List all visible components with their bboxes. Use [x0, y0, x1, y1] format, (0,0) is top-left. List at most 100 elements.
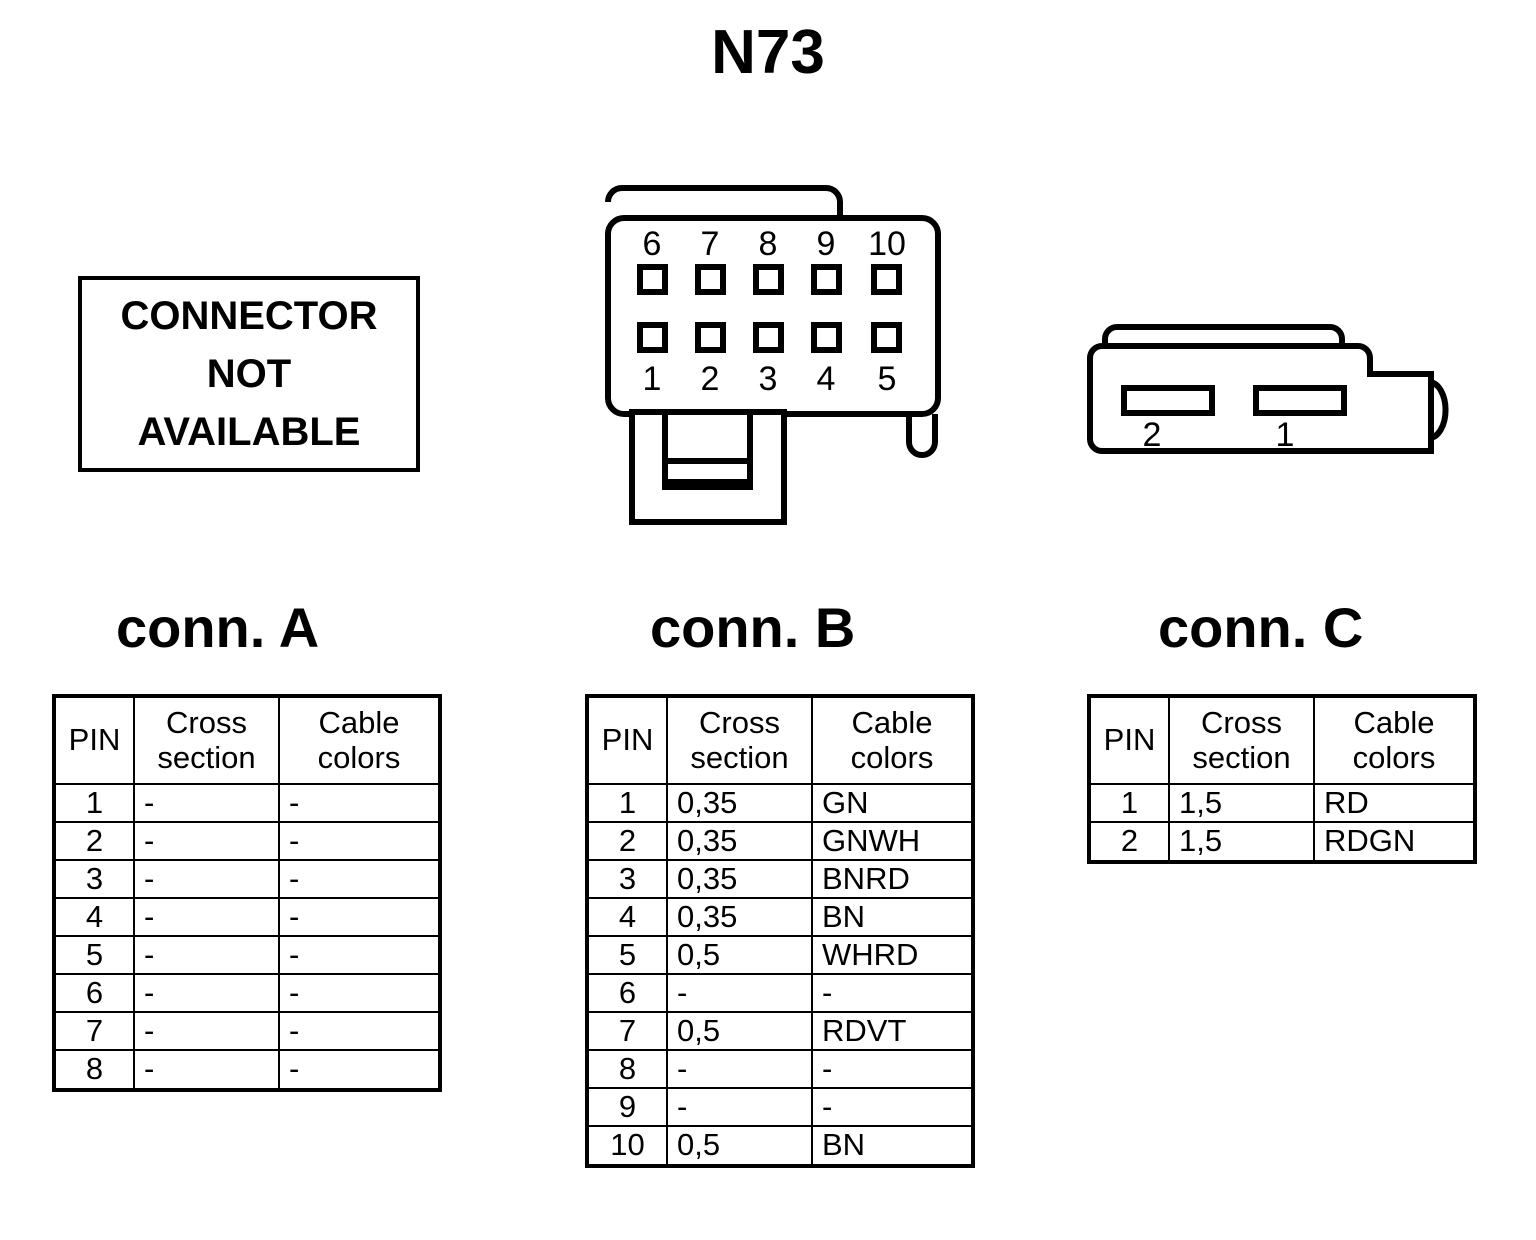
- cell-cross-section: -: [133, 783, 280, 823]
- cell-cross-section: -: [133, 935, 280, 975]
- cell-cross-section: -: [666, 1087, 813, 1127]
- cell-cable-colors: RDVT: [811, 1011, 971, 1051]
- cell-cable-colors: -: [811, 973, 971, 1013]
- cell-cable-colors: GNWH: [811, 821, 971, 861]
- cell-cable-colors: -: [278, 973, 438, 1013]
- cell-pin: 3: [56, 859, 135, 899]
- header-pin: PIN: [1091, 698, 1170, 785]
- table-row: 6--: [56, 973, 438, 1013]
- table-row: 2--: [56, 821, 438, 861]
- cell-cross-section: 0,5: [666, 1125, 813, 1164]
- cell-cable-colors: GN: [811, 783, 971, 823]
- table-row: 3--: [56, 859, 438, 899]
- connector-c-pin-label-1: 1: [1276, 416, 1295, 454]
- cell-cable-colors: -: [811, 1049, 971, 1089]
- pin-table: PIN Cross section Cable colors 1--2--3--…: [56, 698, 438, 1088]
- cell-cross-section: -: [666, 1049, 813, 1089]
- header-cross-section-line1: Cross: [699, 704, 780, 740]
- connector-b-pin-label-1: 1: [643, 360, 662, 398]
- cell-cross-section: 0,5: [666, 935, 813, 975]
- connector-b-pin-label-8: 8: [759, 225, 778, 263]
- header-cross-section-line2: section: [157, 739, 256, 775]
- cell-pin: 6: [589, 973, 668, 1013]
- cell-cable-colors: -: [278, 1049, 438, 1088]
- cell-cross-section: -: [133, 821, 280, 861]
- cell-cable-colors: -: [278, 935, 438, 975]
- connector-a-pin-table: PIN Cross section Cable colors 1--2--3--…: [52, 694, 442, 1092]
- connector-b-pin-label-7: 7: [701, 225, 720, 263]
- header-cross-section-line2: section: [690, 739, 789, 775]
- table-row: 4--: [56, 897, 438, 937]
- not-available-line-2: NOT: [206, 352, 292, 396]
- cell-pin: 10: [589, 1125, 668, 1164]
- cell-pin: 8: [589, 1049, 668, 1089]
- connector-c-pin-label-2: 2: [1143, 416, 1162, 454]
- table-row: 8--: [589, 1049, 971, 1089]
- cell-cross-section: -: [133, 859, 280, 899]
- header-cable-colors-line1: Cable: [318, 704, 400, 740]
- cell-cross-section: -: [133, 1011, 280, 1051]
- cell-pin: 2: [589, 821, 668, 861]
- cell-pin: 3: [589, 859, 668, 899]
- header-cable-colors-line2: colors: [850, 739, 934, 775]
- connector-b-pin-label-3: 3: [759, 360, 778, 398]
- cell-pin: 4: [589, 897, 668, 937]
- header-cable-colors-line1: Cable: [1353, 704, 1435, 740]
- header-cable-colors-line1: Cable: [851, 704, 933, 740]
- connector-b-pin-label-10: 10: [868, 225, 906, 263]
- cell-cable-colors: BN: [811, 897, 971, 937]
- cell-cross-section: -: [133, 897, 280, 937]
- cell-cable-colors: BNRD: [811, 859, 971, 899]
- table-row: 8--: [56, 1049, 438, 1088]
- cell-cross-section: 0,35: [666, 859, 813, 899]
- connector-b-pin-label-5: 5: [878, 360, 897, 398]
- cell-pin: 6: [56, 973, 135, 1013]
- connector-c-heading: conn. C: [1158, 596, 1364, 659]
- header-cross-section: Cross section: [666, 698, 813, 785]
- cell-cable-colors: RD: [1313, 783, 1473, 823]
- cell-cross-section: -: [133, 1049, 280, 1088]
- connector-b-heading: conn. B: [650, 596, 856, 659]
- header-cross-section: Cross section: [1168, 698, 1315, 785]
- connector-b-pin-label-6: 6: [643, 225, 662, 263]
- table-body: 1--2--3--4--5--6--7--8--: [56, 783, 438, 1088]
- cell-pin: 7: [56, 1011, 135, 1051]
- table-row: 6--: [589, 973, 971, 1013]
- page-title: N73: [711, 18, 825, 87]
- cell-pin: 5: [56, 935, 135, 975]
- table-row: 1--: [56, 783, 438, 823]
- cell-pin: 2: [1091, 821, 1170, 860]
- header-cable-colors: Cable colors: [811, 698, 971, 785]
- not-available-line-3: AVAILABLE: [137, 410, 361, 454]
- cell-cable-colors: -: [278, 821, 438, 861]
- cell-pin: 4: [56, 897, 135, 937]
- connector-a-heading: conn. A: [116, 596, 320, 659]
- table-header-row: PIN Cross section Cable colors: [1091, 698, 1473, 785]
- cell-pin: 1: [1091, 783, 1170, 823]
- table-header: PIN Cross section Cable colors: [1091, 698, 1473, 785]
- header-cross-section: Cross section: [133, 698, 280, 785]
- cell-cross-section: -: [666, 973, 813, 1013]
- cell-cross-section: 0,35: [666, 897, 813, 937]
- header-cross-section-line1: Cross: [1201, 704, 1282, 740]
- cell-cross-section: 0,5: [666, 1011, 813, 1051]
- connector-b-pin-label-2: 2: [701, 360, 720, 398]
- connector-b-pin-label-4: 4: [817, 360, 836, 398]
- table-header-row: PIN Cross section Cable colors: [56, 698, 438, 785]
- header-pin: PIN: [589, 698, 668, 785]
- cell-cable-colors: -: [278, 783, 438, 823]
- table-row: 9--: [589, 1087, 971, 1127]
- cell-pin: 1: [589, 783, 668, 823]
- table-header-row: PIN Cross section Cable colors: [589, 698, 971, 785]
- header-cross-section-line1: Cross: [166, 704, 247, 740]
- not-available-line-1: CONNECTOR: [120, 294, 378, 338]
- connector-b-pin-label-9: 9: [817, 225, 836, 263]
